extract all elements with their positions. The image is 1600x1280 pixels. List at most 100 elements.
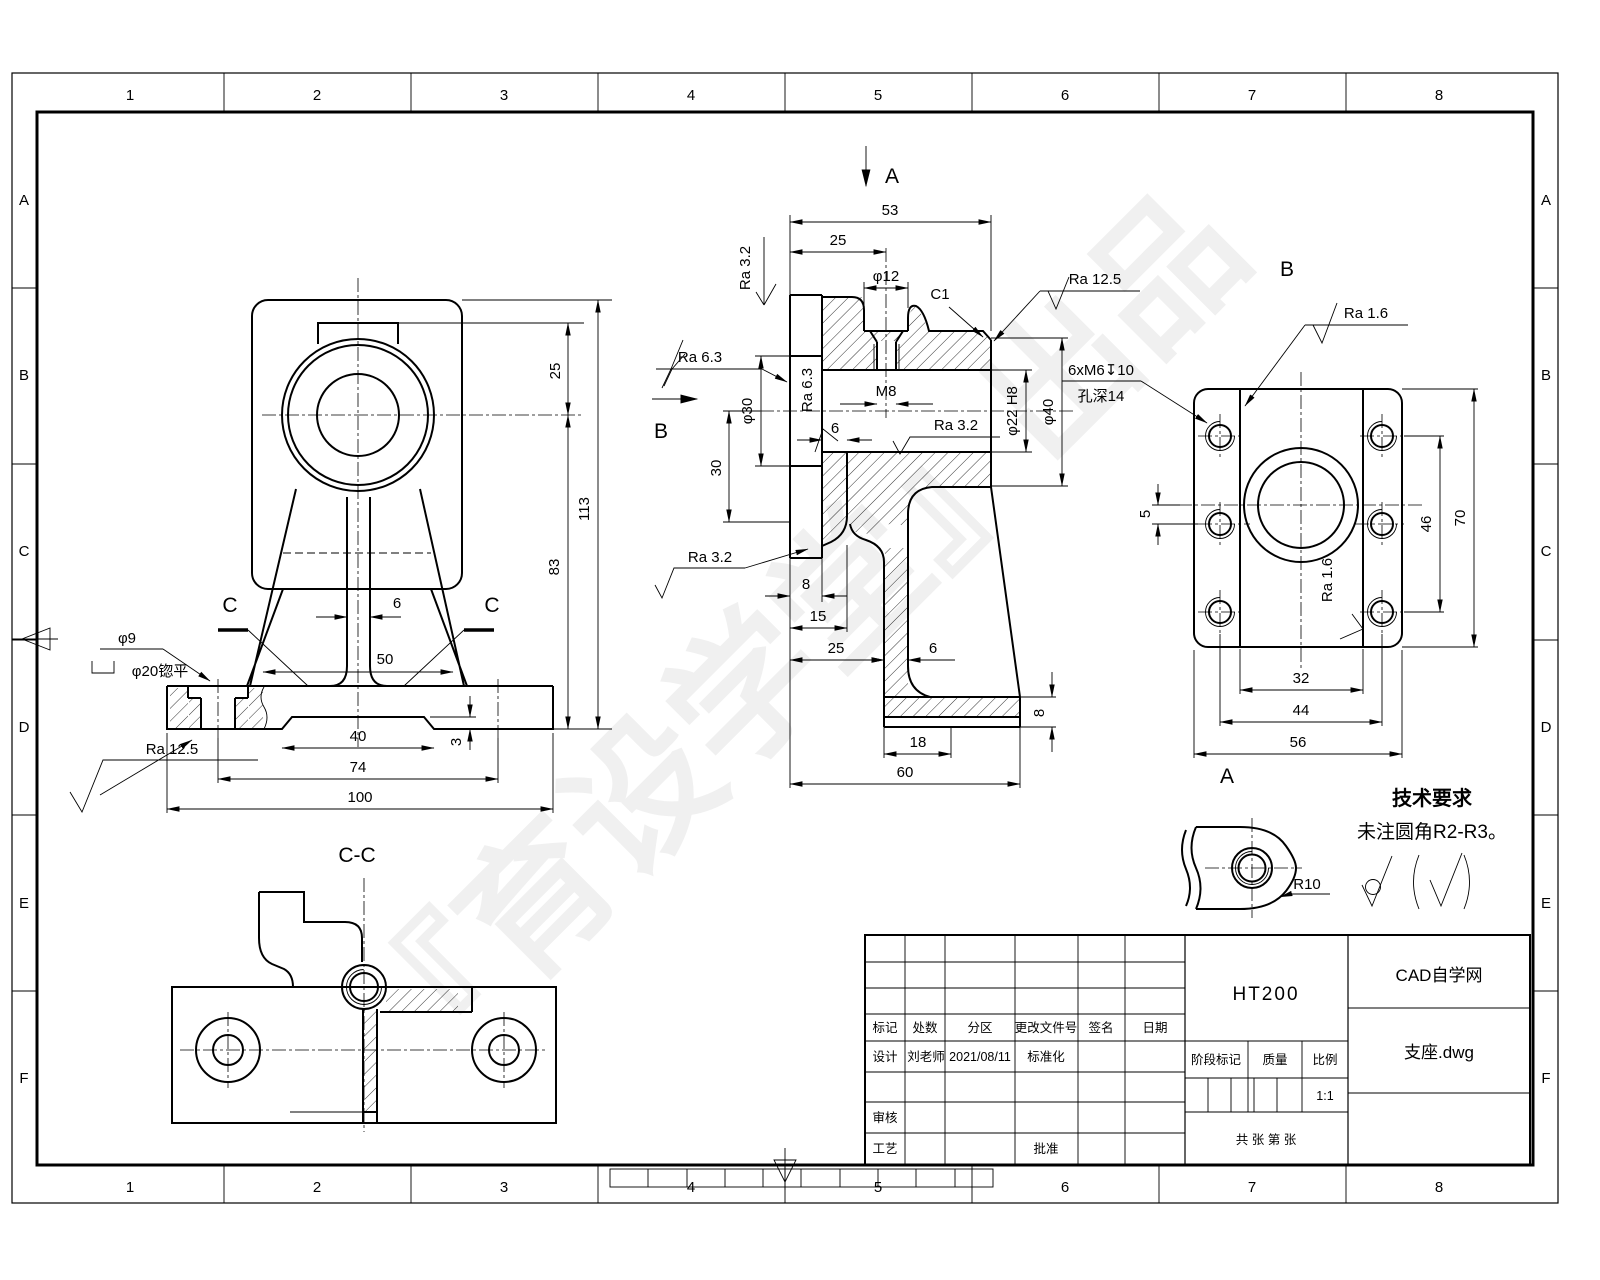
zone-right-c: C	[1541, 543, 1552, 560]
dim-3: 3	[448, 738, 465, 746]
dim-r10: R10	[1293, 876, 1321, 893]
dim-phi12: φ12	[873, 268, 899, 285]
section-letter-c-left: C	[222, 594, 237, 617]
roughness-symbol-icon	[1305, 302, 1408, 345]
tb-material: HT200	[1232, 984, 1299, 1005]
tb-zone: 分区	[967, 1021, 992, 1035]
dim-8-wall: 8	[802, 576, 810, 593]
ra-left: Ra 6.3	[678, 349, 722, 366]
b-view-title: B	[1280, 258, 1294, 281]
dim-32: 32	[1293, 670, 1310, 687]
b-ra-top: Ra 1.6	[1344, 305, 1388, 322]
roughness-symbol-icon	[892, 436, 1000, 455]
roughness-symbol-icon	[755, 237, 777, 306]
sheet-frame: 1 2 3 4 5 6 7 8 1 2 3 4 5 6 7 8 A B C D …	[11, 72, 1559, 1204]
zone-bottom-2: 2	[313, 1179, 321, 1196]
zone-left-c: C	[19, 543, 30, 560]
ra-right: Ra 12.5	[1069, 271, 1122, 288]
zone-bottom-1: 1	[126, 1179, 134, 1196]
zone-bottom-5: 5	[874, 1179, 882, 1196]
front-base-hatch	[170, 688, 263, 728]
ra-bore: Ra 3.2	[934, 417, 978, 434]
zone-top-5: 5	[874, 87, 882, 104]
tb-design: 设计	[872, 1049, 897, 1064]
cc-section-view: C-C	[171, 844, 557, 1132]
zone-left-a: A	[19, 192, 29, 209]
zone-top-1: 1	[126, 87, 134, 104]
dim-74: 74	[350, 759, 367, 776]
zone-right-d: D	[1541, 719, 1552, 736]
dim-25-rib: 25	[828, 640, 845, 657]
watermark: 『育设学堂』出品	[323, 163, 1277, 1117]
roughness-symbol-icon	[656, 339, 762, 389]
tb-file: 支座.dwg	[1404, 1043, 1474, 1062]
zone-bottom-6: 6	[1061, 1179, 1069, 1196]
section-letter-c-right: C	[484, 594, 499, 617]
ra-base-label: Ra 12.5	[146, 741, 199, 758]
dim-56: 56	[1290, 734, 1307, 751]
dim-44: 44	[1293, 702, 1310, 719]
dim-60: 60	[897, 764, 914, 781]
callout-phi9: φ9	[118, 630, 136, 647]
tb-stage: 阶段标记	[1191, 1052, 1242, 1067]
zone-left-d: D	[19, 719, 30, 736]
tech-requirements: 技术要求 未注圆角R2-R3。	[1357, 786, 1507, 910]
tb-approve: 批准	[1033, 1141, 1058, 1156]
front-top-slot	[317, 322, 399, 344]
dim-83: 83	[546, 559, 563, 576]
callout-6xm6: 6xM6↧10	[1068, 362, 1134, 379]
dim-phi40: φ40	[1040, 399, 1057, 425]
section-hatch-lower	[822, 452, 1020, 717]
tech-req-note: 未注圆角R2-R3。	[1357, 821, 1507, 843]
zone-top-8: 8	[1435, 87, 1443, 104]
title-block: 标记 处数 分区 更改文件号 签名 日期 设计 刘老师 2021/08/11 标…	[864, 934, 1531, 1166]
callout-hole-depth: 孔深14	[1078, 388, 1125, 405]
tb-count: 处数	[912, 1020, 938, 1035]
zone-bottom-7: 7	[1248, 1179, 1256, 1196]
tb-scale-value: 1:1	[1316, 1089, 1333, 1103]
zone-right-a: A	[1541, 192, 1551, 209]
zone-top-6: 6	[1061, 87, 1069, 104]
tb-doc-no: 更改文件号	[1015, 1020, 1078, 1035]
zone-bottom-4: 4	[687, 1179, 695, 1196]
zone-right-f: F	[1541, 1070, 1550, 1087]
section-flange	[789, 294, 823, 559]
section-bore	[822, 369, 991, 453]
ra-bottom: Ra 3.2	[688, 549, 732, 566]
roughness-parenthesis-icon	[1413, 852, 1470, 910]
zone-top-2: 2	[313, 87, 321, 104]
dim-25: 25	[547, 363, 564, 380]
tb-designer: 刘老师	[907, 1050, 945, 1064]
section-lower-profile	[821, 452, 1021, 728]
roughness-other-surfaces-icon	[1361, 855, 1393, 908]
roughness-symbol-icon	[69, 759, 258, 814]
roughness-symbol-icon	[1339, 613, 1364, 640]
zone-bottom-3: 3	[500, 1179, 508, 1196]
callout-phi20-spotface: φ20锪平	[132, 663, 188, 680]
roughness-symbol-icon	[814, 428, 839, 453]
tb-sheets: 共 张 第 张	[1236, 1132, 1297, 1147]
zone-left-f: F	[19, 1070, 28, 1087]
zone-left-b: B	[19, 367, 29, 384]
a-outline	[1196, 826, 1298, 910]
b-view: B 6xM6↧10 孔深14 Ra 1.6 Ra 1.6 5	[1062, 258, 1478, 758]
cc-hatch	[364, 989, 458, 1112]
ra-inner: Ra 6.3	[799, 368, 816, 412]
tech-req-title: 技术要求	[1392, 786, 1473, 810]
tb-date-header: 日期	[1142, 1021, 1167, 1035]
tb-mark: 标记	[872, 1021, 898, 1035]
tb-company: CAD自学网	[1396, 966, 1483, 985]
b-m6-holes	[1152, 414, 1404, 634]
dim-18: 18	[910, 734, 927, 751]
dim-5: 5	[1137, 510, 1154, 518]
view-arrow-a-label: A	[885, 165, 899, 188]
zone-left-e: E	[19, 895, 29, 912]
zone-right-e: E	[1541, 895, 1551, 912]
tb-review: 审核	[872, 1110, 898, 1125]
zone-top-4: 4	[687, 87, 695, 104]
zone-top-7: 7	[1248, 87, 1256, 104]
dim-70: 70	[1452, 510, 1469, 527]
dim-6-rib: 6	[929, 640, 937, 657]
tb-date: 2021/08/11	[949, 1050, 1011, 1064]
dim-53: 53	[882, 202, 899, 219]
